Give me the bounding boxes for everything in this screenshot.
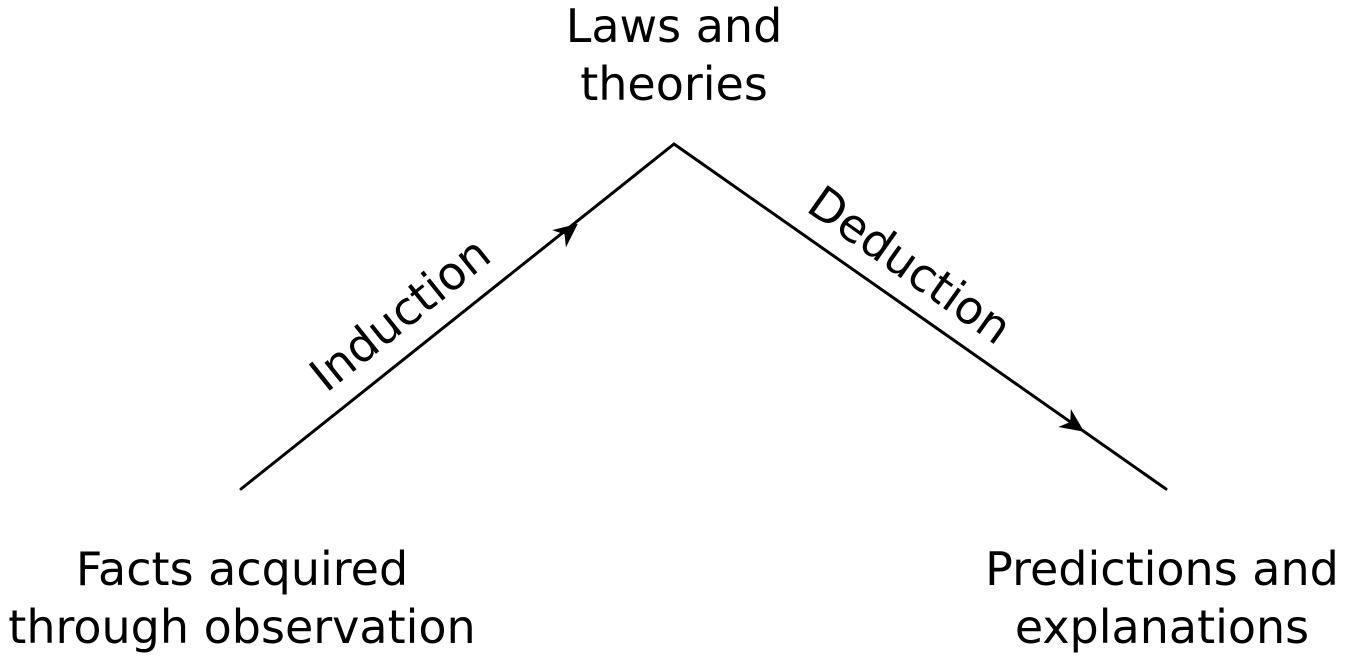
right-node-line-2: explanations [1014,600,1310,654]
facts-label: Facts acquired through observation [0,540,484,656]
laws-and-theories-label: Laws and theories [474,0,874,113]
right-node-line-1: Predictions and [985,542,1339,596]
predictions-label: Predictions and explanations [976,540,1348,656]
deduction-arrowhead [1058,408,1085,432]
induction-arrowhead [552,223,578,248]
induction-line [239,142,676,491]
top-node-line-1: Laws and [565,0,783,53]
left-node-line-1: Facts acquired [75,542,409,596]
top-node-line-2: theories [580,57,768,111]
deduction-line [672,142,1168,491]
left-node-line-2: through observation [8,600,476,654]
